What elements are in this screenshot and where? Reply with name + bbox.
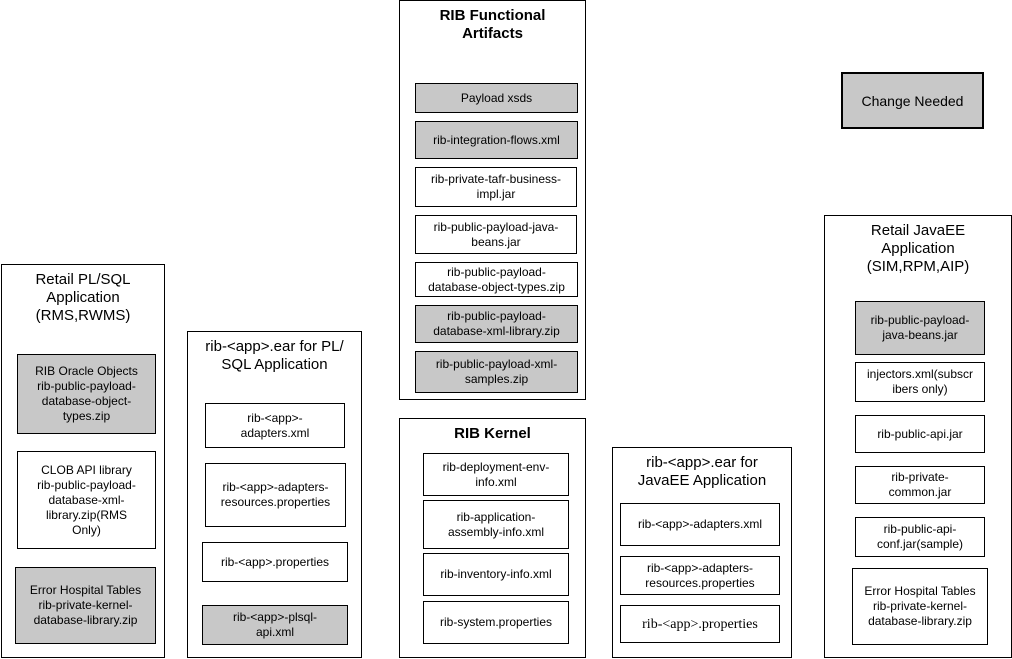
plsql-error-hospital-tables: Error Hospital Tables rib-private-kernel… xyxy=(15,567,156,644)
group-retail-javaee-application: Retail JavaEE Application (SIM,RPM,AIP) … xyxy=(824,215,1012,658)
plsql-rib-oracle-objects: RIB Oracle Objects rib-public-payload- d… xyxy=(17,354,156,434)
javaee-private-common-jar: rib-private- common.jar xyxy=(855,466,985,504)
javaee-payload-java-beans: rib-public-payload- java-beans.jar xyxy=(855,301,985,355)
group-rib-kernel: RIB Kernel rib-deployment-env- info.xml … xyxy=(399,418,586,658)
artifact-xml-samples: rib-public-payload-xml- samples.zip xyxy=(415,351,578,393)
javaee-injectors-xml: injectors.xml(subscr ibers only) xyxy=(855,362,985,402)
javaee-public-api-jar: rib-public-api.jar xyxy=(855,415,985,453)
plsql-ear-app-properties: rib-<app>.properties xyxy=(202,542,348,582)
group-plsql-ear: rib-<app>.ear for PL/ SQL Application ri… xyxy=(187,331,362,658)
artifact-database-object-types: rib-public-payload- database-object-type… xyxy=(415,262,578,297)
javaee-public-api-conf-jar: rib-public-api- conf.jar(sample) xyxy=(855,517,985,557)
artifact-java-beans: rib-public-payload-java- beans.jar xyxy=(415,215,577,254)
kernel-inventory-info: rib-inventory-info.xml xyxy=(423,553,569,596)
javaee-error-hospital-tables: Error Hospital Tables rib-private-kernel… xyxy=(852,568,988,645)
artifact-payload-xsds: Payload xsds xyxy=(415,83,578,113)
group-title: rib-<app>.ear for PL/ SQL Application xyxy=(205,338,344,373)
javaee-ear-adapters-resources: rib-<app>-adapters- resources.properties xyxy=(620,556,780,595)
group-title: Retail PL/SQL Application (RMS,RWMS) xyxy=(35,271,131,324)
artifact-tafr-business-impl: rib-private-tafr-business- impl.jar xyxy=(415,167,577,207)
kernel-application-assembly-info: rib-application- assembly-info.xml xyxy=(423,500,569,549)
plsql-ear-adapters-xml: rib-<app>- adapters.xml xyxy=(205,403,345,448)
group-retail-plsql-application: Retail PL/SQL Application (RMS,RWMS) RIB… xyxy=(1,264,165,658)
javaee-ear-app-properties: rib-<app>.properties xyxy=(620,605,780,643)
group-title: rib-<app>.ear for JavaEE Application xyxy=(637,454,767,489)
kernel-system-properties: rib-system.properties xyxy=(423,601,569,644)
artifact-integration-flows: rib-integration-flows.xml xyxy=(415,121,578,159)
plsql-clob-api-library: CLOB API library rib-public-payload- dat… xyxy=(17,451,156,549)
group-rib-functional-artifacts: RIB Functional Artifacts Payload xsds ri… xyxy=(399,0,586,400)
plsql-ear-plsql-api-xml: rib-<app>-plsql- api.xml xyxy=(202,605,348,645)
group-title: Retail JavaEE Application (SIM,RPM,AIP) xyxy=(866,222,970,275)
group-javaee-ear: rib-<app>.ear for JavaEE Application rib… xyxy=(612,447,792,658)
legend-change-needed: Change Needed xyxy=(841,72,984,129)
plsql-ear-adapters-resources: rib-<app>-adapters- resources.properties xyxy=(205,463,346,527)
group-title: RIB Functional Artifacts xyxy=(439,7,546,42)
kernel-deployment-env-info: rib-deployment-env- info.xml xyxy=(423,453,569,496)
group-title: RIB Kernel xyxy=(454,425,531,442)
artifact-database-xml-library: rib-public-payload- database-xml-library… xyxy=(415,305,578,343)
javaee-ear-adapters-xml: rib-<app>-adapters.xml xyxy=(620,503,780,546)
